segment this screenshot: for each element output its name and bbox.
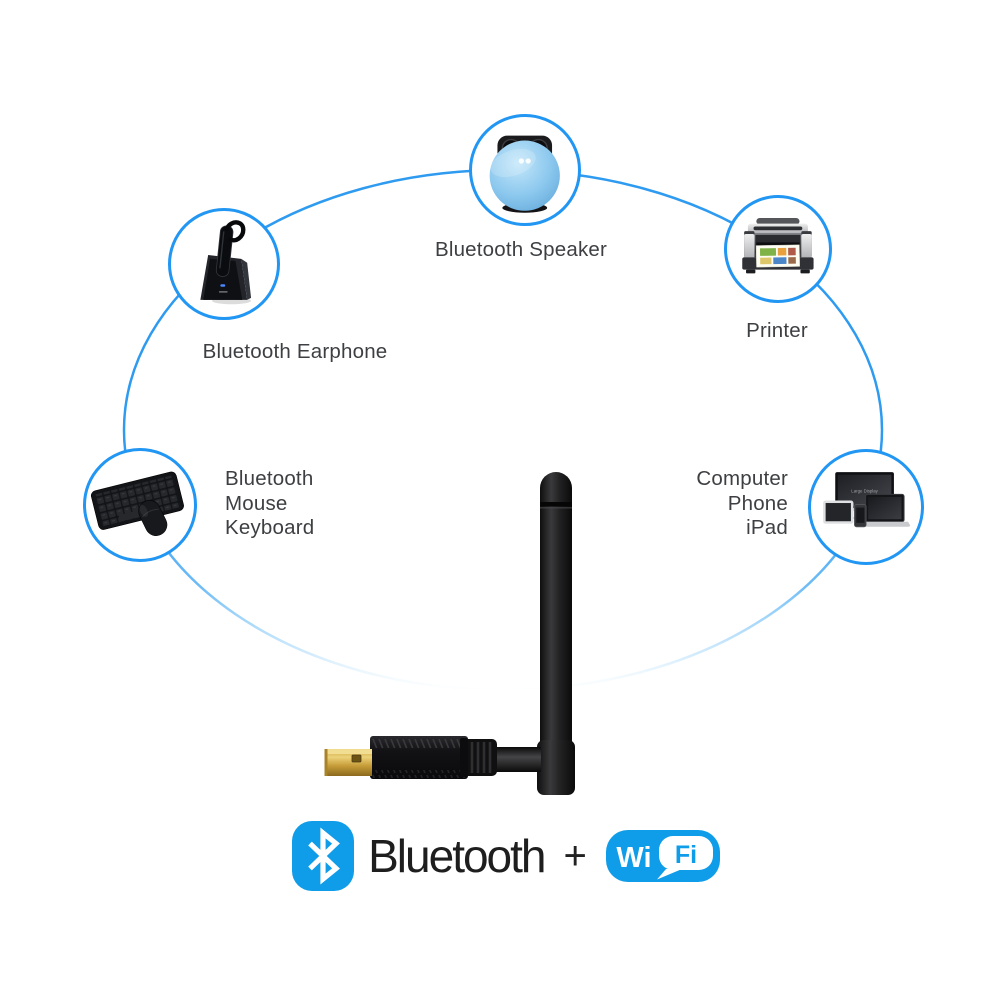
earphone-dock	[200, 255, 252, 301]
keyboard-mouse-photo	[91, 472, 185, 537]
bluetooth-icon	[292, 821, 355, 891]
plus-sign: +	[563, 834, 587, 878]
printer-paper-slot	[756, 242, 800, 246]
printer-printed-page	[755, 244, 801, 268]
speaker-node	[469, 114, 581, 226]
bluetooth-earphone-photo	[200, 220, 252, 305]
wifi-bubble	[658, 836, 713, 870]
printer-node	[724, 195, 832, 303]
printer-photo	[742, 218, 814, 274]
printer-feet	[746, 269, 810, 274]
footer-branding: Bluetooth + Wi Fi	[0, 819, 1000, 893]
keyboard-label-line3: Keyboard	[225, 516, 315, 539]
wifi-wi-text: Wi	[616, 842, 651, 874]
computer-label-line1: Computer	[696, 467, 788, 490]
bluetooth-speaker-photo	[489, 135, 561, 213]
earphone-node	[168, 208, 280, 320]
tablet	[823, 499, 854, 524]
speaker-logo	[518, 158, 532, 164]
laptop	[861, 493, 911, 527]
wifi-fi-text: Fi	[675, 841, 697, 869]
keyboard-label: Bluetooth Mouse Keyboard	[225, 467, 314, 541]
earphone-ear-hook	[224, 220, 246, 243]
phone	[854, 503, 867, 527]
computer-label-line2: Phone	[727, 491, 788, 515]
earphone-logo-mark	[219, 291, 228, 293]
printer-handle	[756, 218, 800, 225]
speaker-sheen	[490, 149, 536, 178]
usb-plug	[324, 749, 372, 776]
earphone-led	[220, 284, 226, 288]
keyboard-mouse-node	[83, 448, 197, 562]
speaker-body	[489, 140, 561, 212]
antenna	[537, 472, 575, 795]
computer-node: Large Display	[808, 449, 924, 565]
wifi-bubble-tail	[656, 869, 682, 880]
mouse	[138, 500, 168, 537]
keyboard-label-line2: Mouse	[225, 491, 288, 515]
wifi-logo: Wi Fi	[605, 830, 720, 882]
bluetooth-wordmark: Bluetooth	[368, 830, 546, 882]
speaker-label: Bluetooth Speaker	[434, 238, 608, 261]
computer-label-line3: iPad	[746, 516, 788, 539]
antenna-base-cylinder	[495, 747, 541, 772]
keyboard-label-line1: Bluetooth	[225, 467, 314, 490]
printer-lid-slot	[753, 226, 803, 231]
printer-side-pillars	[744, 231, 812, 260]
computer-devices-photo: Large Display	[823, 471, 911, 527]
adapter-body	[370, 736, 468, 779]
antenna-nut	[461, 739, 497, 776]
computer-label: Computer Phone iPad	[588, 467, 788, 541]
usb-adapter-photo	[324, 472, 575, 795]
printer-label: Printer	[746, 319, 808, 342]
keyboard	[91, 472, 185, 531]
earphone-label: Bluetooth Earphone	[202, 340, 388, 363]
monitor-screen-text: Large Display	[852, 488, 879, 493]
